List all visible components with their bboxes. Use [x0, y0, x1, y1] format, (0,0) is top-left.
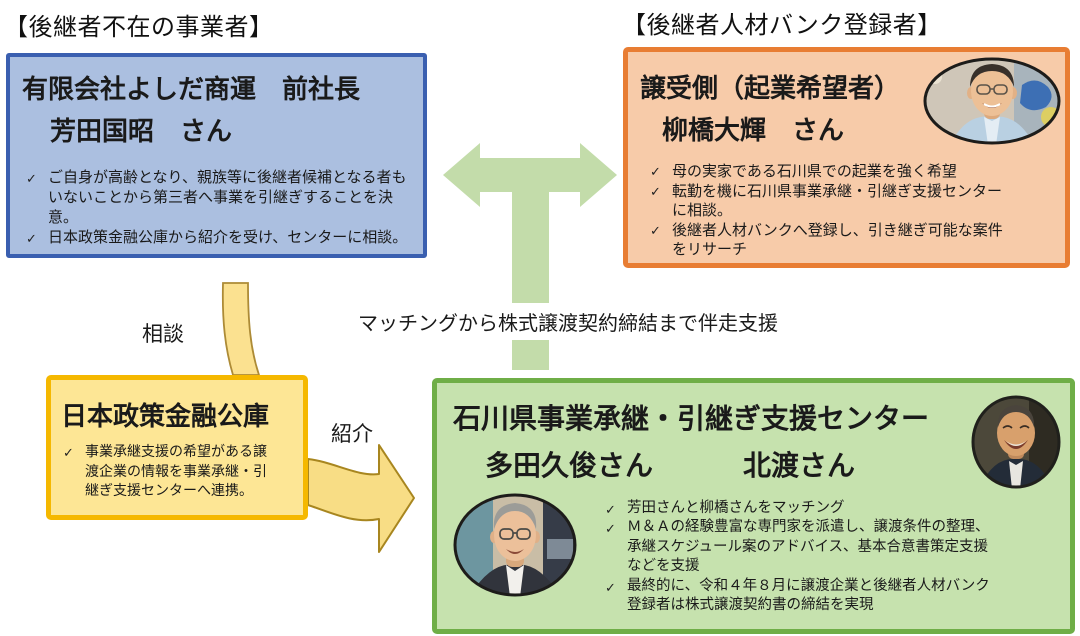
center-person-kitawatari: 北渡さん — [743, 450, 856, 481]
jfc-bullets: ✓ 事業承継支援の希望がある譲渡企業の情報を事業承継・引継ぎ支援センターへ連携。 — [63, 442, 303, 501]
jfc-box: 日本政策金融公庫 ✓ 事業承継支援の希望がある譲渡企業の情報を事業承継・引継ぎ支… — [46, 375, 308, 520]
buyer-title-line1: 譲受側（起業希望者） — [640, 73, 901, 103]
seller-title-line1: 有限会社よしだ商運 前社長 — [22, 74, 361, 104]
bullet-text: ご自身が高齢となり、親族等に後継者候補となる者もいないことから第三者へ事業を引継… — [48, 169, 407, 226]
bullet-item: ✓ Ｍ＆Ａの経験豊富な専門家を派遣し、譲渡条件の整理、承継スケジュール案のアドバ… — [605, 518, 997, 576]
bullet-item: ✓ 事業承継支援の希望がある譲渡企業の情報を事業承継・引継ぎ支援センターへ連携。 — [63, 442, 303, 501]
check-icon: ✓ — [650, 183, 661, 199]
bullet-item: ✓ 芳田さんと柳橋さんをマッチング — [605, 499, 997, 518]
bullet-text: 事業承継支援の希望がある譲渡企業の情報を事業承継・引継ぎ支援センターへ連携。 — [85, 443, 267, 499]
introduce-label: 紹介 — [331, 423, 373, 446]
check-icon: ✓ — [63, 445, 74, 460]
bullet-item: ✓ 後継者人材バンクへ登録し、引き継ぎ可能な案件をリサーチ — [650, 221, 1065, 260]
bullet-text: 転勤を機に石川県事業承継・引継ぎ支援センターに相談。 — [672, 182, 1003, 220]
buyer-bullets: ✓ 母の実家である石川県での起業を強く希望 ✓ 転勤を機に石川県事業承継・引継ぎ… — [650, 162, 1065, 260]
bullet-item: ✓ 日本政策金融公庫から紹介を受け、センターに相談。 — [26, 228, 423, 248]
bullet-text: 最終的に、令和４年８月に譲渡企業と後継者人材バンク登録者は株式譲渡契約書の締結を… — [627, 577, 990, 614]
consult-connector-arrow — [221, 282, 261, 376]
center-title: 石川県事業承継・引継ぎ支援センター — [453, 403, 930, 434]
kitawatari-photo — [971, 395, 1061, 489]
center-bullets: ✓ 芳田さんと柳橋さんをマッチング ✓ Ｍ＆Ａの経験豊富な専門家を派遣し、譲渡条… — [605, 499, 997, 616]
bullet-text: 後継者人材バンクへ登録し、引き継ぎ可能な案件をリサーチ — [672, 221, 1003, 259]
matching-support-label: マッチングから株式譲渡契約締結まで伴走支援 — [352, 303, 784, 340]
seller-bullets: ✓ ご自身が高齢となり、親族等に後継者候補となる者もいないことから第三者へ事業を… — [26, 168, 423, 248]
check-icon: ✓ — [26, 171, 37, 186]
check-icon: ✓ — [650, 164, 661, 179]
check-icon: ✓ — [650, 222, 661, 238]
bullet-text: 母の実家である石川県での起業を強く希望 — [672, 163, 957, 180]
bullet-text: Ｍ＆Ａの経験豊富な専門家を派遣し、譲渡条件の整理、承継スケジュール案のアドバイス… — [627, 519, 990, 575]
center-people-row: 多田久俊さん 北渡さん — [485, 444, 1070, 484]
buyer-box: 譲受側（起業希望者） 柳橋大輝 さん ✓ 母の実家である石川県での起業を強く希望… — [623, 47, 1070, 268]
check-icon: ✓ — [26, 230, 37, 246]
bullet-item: ✓ 転勤を機に石川県事業承継・引継ぎ支援センターに相談。 — [650, 182, 1065, 221]
tada-photo — [453, 493, 577, 597]
check-icon: ✓ — [605, 579, 616, 595]
bullet-item: ✓ 最終的に、令和４年８月に譲渡企業と後継者人材バンク登録者は株式譲渡契約書の締… — [605, 577, 997, 616]
buyer-title-line2: 柳橋大輝 さん — [662, 115, 845, 145]
buyer-photo — [923, 57, 1061, 145]
matching-double-arrow — [443, 143, 617, 370]
introduce-arrow — [307, 444, 415, 553]
jfc-title: 日本政策金融公庫 — [61, 401, 270, 431]
bullet-text: 芳田さんと柳橋さんをマッチング — [627, 500, 845, 516]
bullet-item: ✓ 母の実家である石川県での起業を強く希望 — [650, 162, 1065, 182]
support-center-box: 石川県事業承継・引継ぎ支援センター 多田久俊さん 北渡さん ✓ 芳田さんと柳橋さん… — [432, 378, 1075, 634]
bullet-text: 日本政策金融公庫から紹介を受け、センターに相談。 — [48, 228, 408, 246]
seller-box: 有限会社よしだ商運 前社長 芳田国昭 さん ✓ ご自身が高齢となり、親族等に後継… — [6, 53, 427, 258]
check-icon: ✓ — [605, 521, 616, 537]
center-person-tada: 多田久俊さん — [485, 450, 654, 481]
heading-bank-registrant: 【後継者人材バンク登録者】 — [622, 12, 942, 39]
check-icon: ✓ — [605, 502, 616, 517]
bullet-item: ✓ ご自身が高齢となり、親族等に後継者候補となる者もいないことから第三者へ事業を… — [26, 168, 423, 228]
heading-no-successor: 【後継者不在の事業者】 — [4, 14, 274, 41]
consult-label: 相談 — [142, 323, 184, 346]
seller-title-line2: 芳田国昭 さん — [50, 116, 233, 146]
